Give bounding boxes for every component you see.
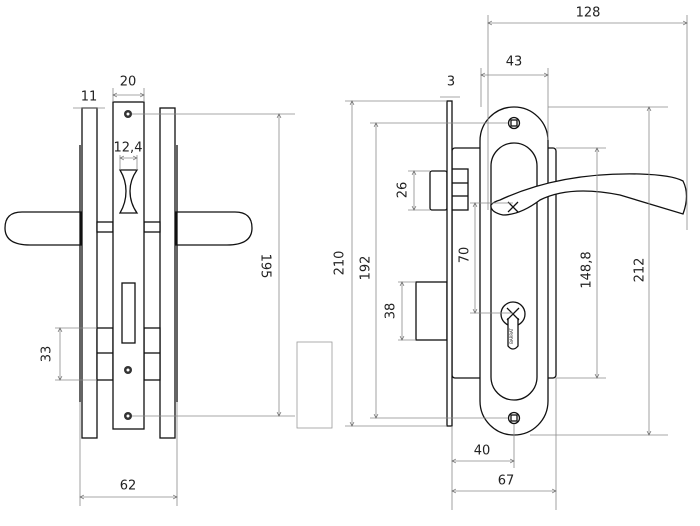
latch-guide — [451, 168, 469, 211]
dim-33: 33 — [40, 346, 55, 363]
dim-43: 43 — [506, 55, 523, 70]
dim-192: 192 — [359, 256, 374, 281]
dim-62: 62 — [120, 479, 137, 494]
left-handle — [4, 211, 82, 246]
screw-icon — [507, 116, 521, 130]
cylinder-icon: BARRAT — [500, 301, 526, 350]
dim-128: 128 — [576, 6, 601, 21]
screw-icon — [507, 411, 521, 425]
dim-195: 195 — [258, 254, 273, 279]
dim-70: 70 — [458, 247, 473, 264]
latch-slot — [118, 169, 139, 214]
front-view: BARRAT 128 43 3 210 192 26 38 70 148,8 2… — [333, 6, 688, 510]
right-plate — [159, 107, 176, 439]
screw-icon — [124, 110, 132, 118]
dim-20: 20 — [120, 75, 137, 90]
dim-3: 3 — [447, 75, 455, 90]
cylinder-mark: BARRAT — [509, 328, 514, 344]
spacer — [143, 327, 161, 381]
left-plate — [81, 107, 98, 439]
spacer — [96, 221, 114, 233]
dim-210: 210 — [333, 251, 348, 276]
screw-icon — [124, 366, 132, 374]
right-handle — [175, 211, 253, 246]
dead-bolt — [415, 281, 448, 341]
screw-icon — [124, 412, 132, 420]
latch-bolt — [429, 170, 448, 211]
dim-212: 212 — [633, 258, 648, 283]
dim-26: 26 — [396, 182, 411, 199]
dim-38: 38 — [384, 303, 399, 320]
side-view: 20 11 12,4 195 33 62 — [4, 75, 333, 506]
dim-40: 40 — [474, 444, 491, 459]
spacer — [96, 327, 114, 381]
bolt-slot — [121, 282, 136, 344]
dim-148-8: 148,8 — [580, 251, 595, 288]
faceplate — [446, 100, 453, 427]
dim-67: 67 — [498, 474, 515, 489]
dim-11: 11 — [81, 90, 98, 105]
strike-plate — [296, 341, 333, 429]
spacer — [143, 221, 161, 233]
escutcheon-recess — [490, 142, 538, 401]
dim-12-4: 12,4 — [114, 141, 143, 156]
lever-handle — [490, 173, 688, 216]
